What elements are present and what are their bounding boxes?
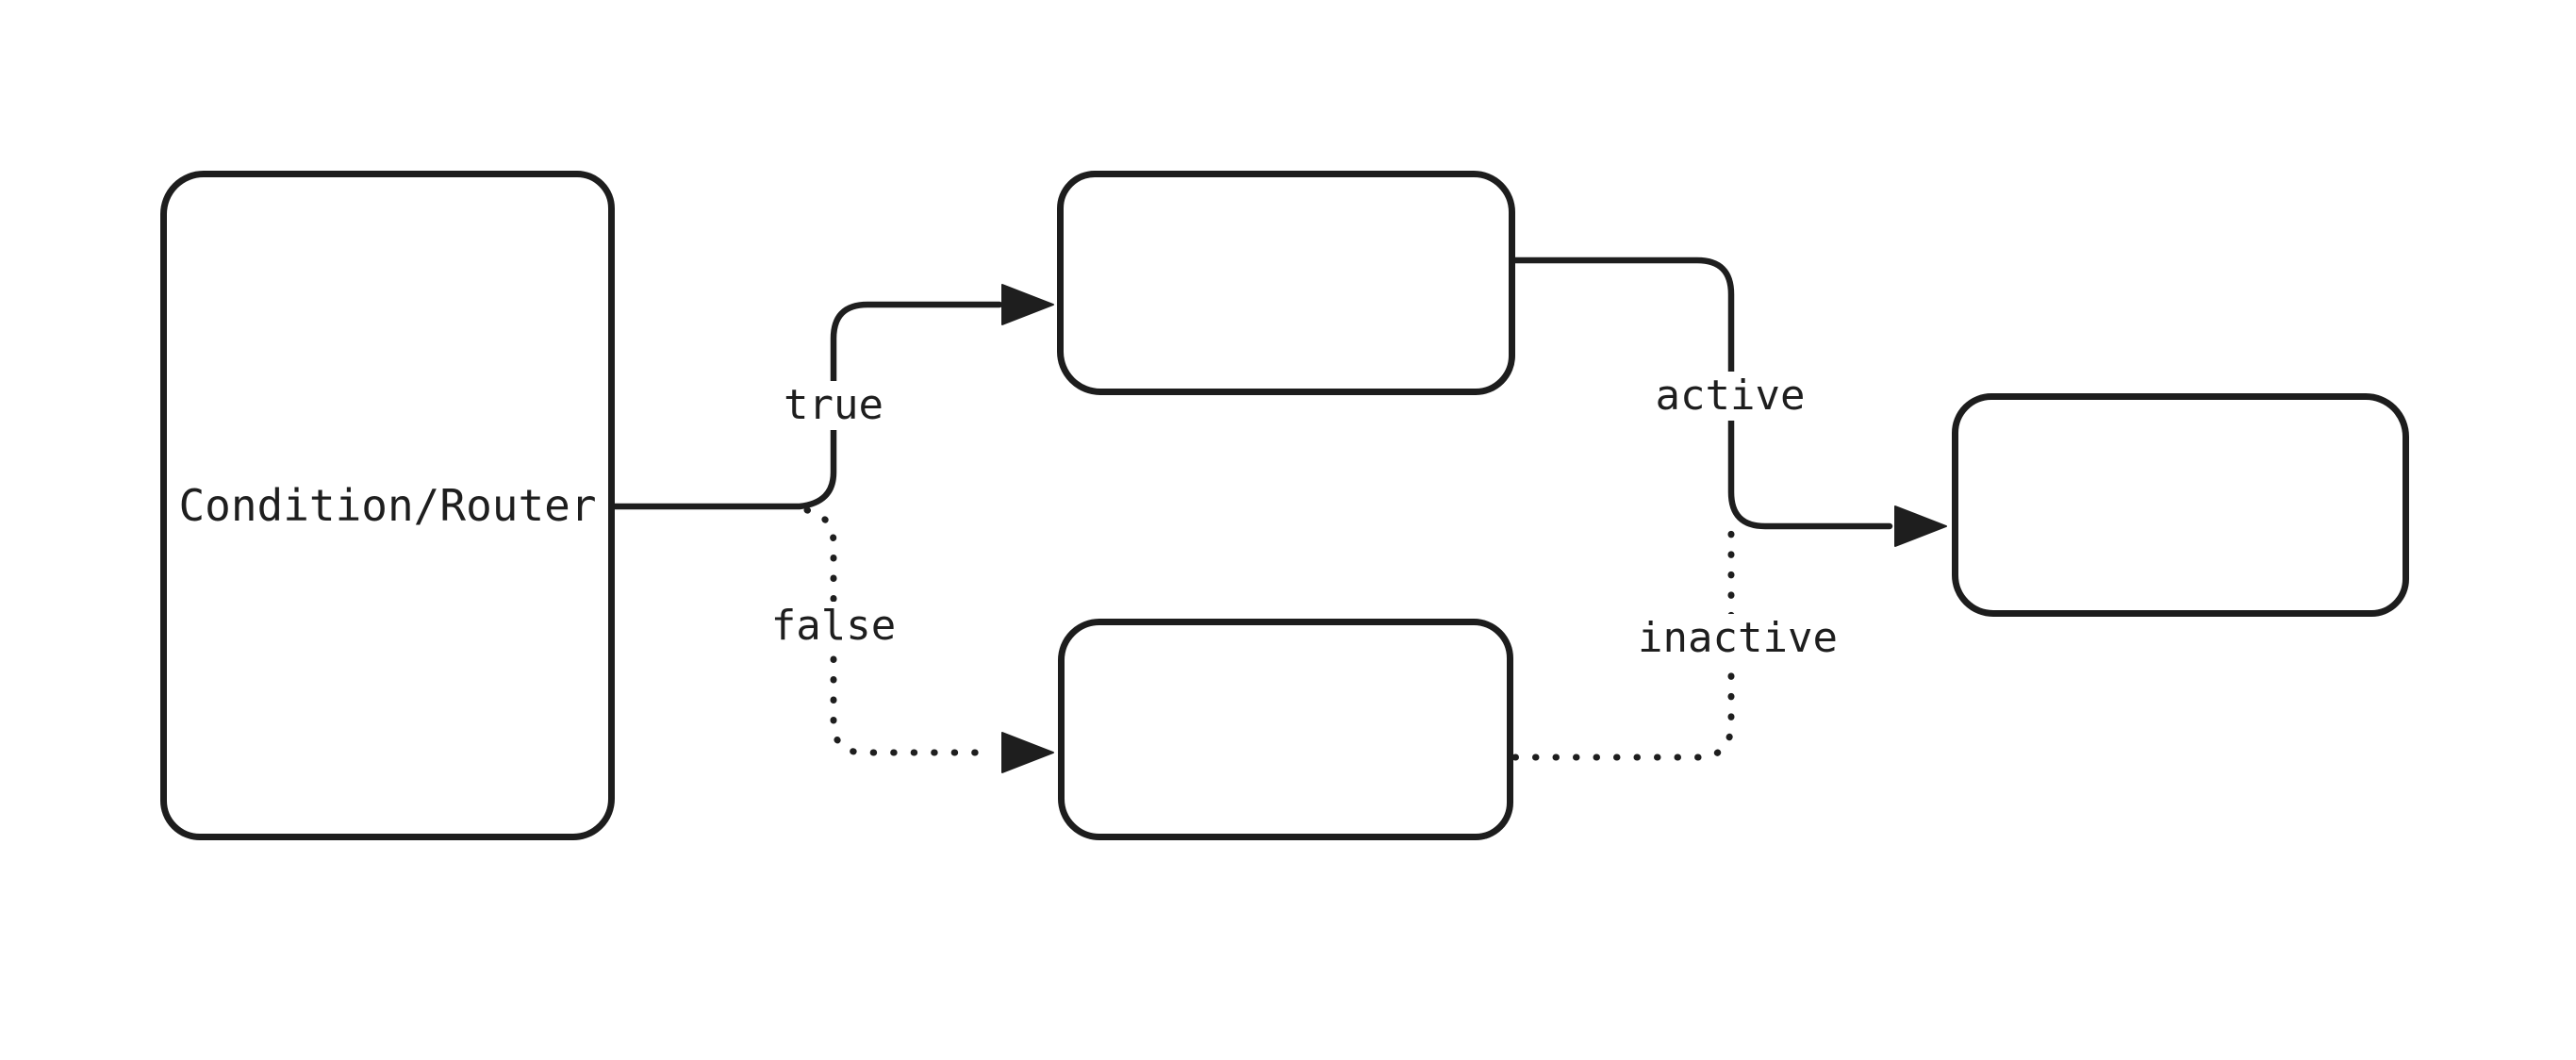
node-condition-router: Condition/Router — [160, 171, 615, 840]
node-true-branch — [1057, 171, 1515, 395]
edge-label-false: false — [761, 602, 906, 651]
node-false-branch — [1058, 619, 1513, 840]
edge-inactive-path — [1511, 526, 1735, 761]
edge-true-path — [611, 301, 1003, 510]
edge-label-active: active — [1645, 372, 1815, 421]
edge-label-inactive: inactive — [1628, 614, 1847, 663]
edge-false-path — [803, 506, 996, 756]
edge-label-true: true — [774, 381, 893, 430]
edge-true-arrowhead-icon — [1001, 284, 1054, 325]
edge-false-arrowhead-icon — [1001, 732, 1054, 773]
edge-active-arrowhead-icon — [1894, 505, 1947, 547]
node-condition-router-label: Condition/Router — [178, 480, 597, 531]
node-final — [1952, 393, 2409, 617]
